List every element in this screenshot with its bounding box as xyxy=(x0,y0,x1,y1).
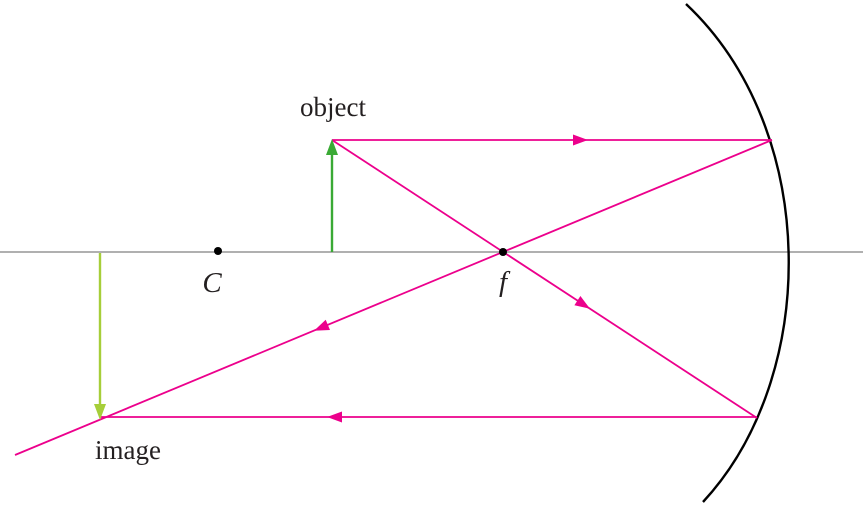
object-label: object xyxy=(300,92,366,122)
ray-reflected-through-focus xyxy=(14,139,773,456)
ray-through-focus-incident xyxy=(331,139,758,419)
center-of-curvature-label: C xyxy=(202,267,222,299)
center-of-curvature-point xyxy=(214,247,222,255)
image-arrowhead xyxy=(94,404,106,420)
focal-point-label: f xyxy=(499,266,511,298)
ray-reflected-parallel-arrowhead xyxy=(327,411,342,423)
image-label: image xyxy=(95,435,161,465)
object-arrowhead xyxy=(326,139,338,155)
ray-through-focus-incident-arrowhead xyxy=(574,296,590,309)
ray-reflected-through-focus-arrowhead xyxy=(314,319,330,331)
focal-point xyxy=(499,248,507,256)
mirror-arc xyxy=(685,3,790,503)
ray-parallel-incident-arrowhead xyxy=(573,134,588,146)
